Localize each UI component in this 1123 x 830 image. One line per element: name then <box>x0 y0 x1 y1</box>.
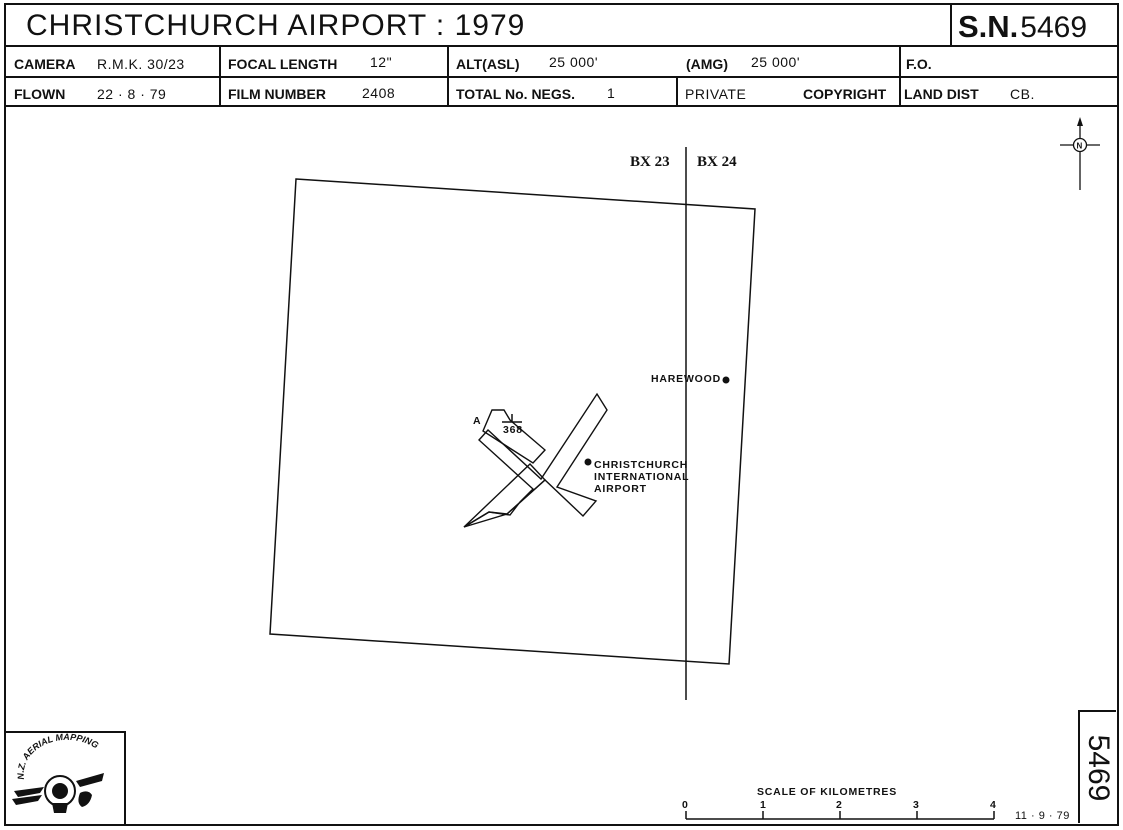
scale-bar: SCALE OF KILOMETRES 0 1 2 3 4 <box>682 786 997 820</box>
photo-coverage-frame <box>269 178 756 665</box>
column-divider-2 <box>447 45 449 105</box>
alt-asl-value: 25 000' <box>549 54 598 70</box>
nz-aerial-mapping-logo: N.Z. AERIAL MAPPING <box>12 732 104 813</box>
map-sheet: CHRISTCHURCH AIRPORT : 1979 S.N.5469 CAM… <box>4 3 1119 826</box>
header-divider <box>6 45 1117 47</box>
focal-length-value: 12" <box>370 54 393 70</box>
column-divider-4 <box>899 45 901 105</box>
logo-box: N.Z. AERIAL MAPPING <box>4 731 126 826</box>
north-arrow-icon: N <box>1060 117 1100 190</box>
copyright-label: COPYRIGHT <box>803 86 887 102</box>
column-divider-3 <box>676 76 678 105</box>
spot-height-marker <box>502 414 522 423</box>
serial-number-label: S.N. <box>958 9 1019 44</box>
runway-outline <box>463 392 608 528</box>
flown-label: FLOWN <box>14 86 66 102</box>
camera-value: R.M.K. 30/23 <box>97 56 185 72</box>
issue-date: 11 · 9 · 79 <box>1015 810 1070 822</box>
title-divider <box>950 5 952 45</box>
scale-tick-4: 4 <box>990 799 997 811</box>
amg-label: (AMG) <box>686 56 728 72</box>
airport-point <box>584 458 592 466</box>
land-district-value: CB. <box>1010 86 1035 102</box>
serial-number-value: 5469 <box>1020 11 1088 44</box>
row-divider <box>6 76 1117 78</box>
runway-northwest <box>482 409 547 464</box>
spot-height-value: 368 <box>503 424 523 436</box>
scale-tick-3: 3 <box>913 799 920 811</box>
fo-label: F.O. <box>906 56 932 72</box>
focal-length-label: FOCAL LENGTH <box>228 56 338 72</box>
camera-label: CAMERA <box>14 56 76 72</box>
sheet-title: CHRISTCHURCH AIRPORT : 1979 <box>26 9 526 42</box>
scale-tick-2: 2 <box>836 799 843 811</box>
column-divider-1 <box>219 45 221 105</box>
scale-title: SCALE OF KILOMETRES <box>757 786 897 798</box>
serial-number: S.N.5469 <box>958 9 1087 45</box>
north-label: N <box>1077 142 1083 151</box>
total-negs-label: TOTAL No. NEGS. <box>456 86 576 102</box>
runway-southwest <box>463 463 547 528</box>
tile-label-bx24: BX 24 <box>697 154 737 170</box>
flown-value: 22 · 8 · 79 <box>97 86 167 102</box>
point-label-a: A <box>473 415 481 427</box>
private-label: PRIVATE <box>685 86 747 102</box>
scale-tick-1: 1 <box>760 799 767 811</box>
land-district-label: LAND DIST <box>904 86 979 102</box>
tile-label-bx23: BX 23 <box>630 154 670 170</box>
side-number-box: 5469 <box>1078 710 1116 823</box>
airport-label-line1: CHRISTCHURCH <box>594 459 688 471</box>
place-label-harewood: HAREWOOD <box>651 373 721 385</box>
amg-value: 25 000' <box>751 54 800 70</box>
airport-label-line3: AIRPORT <box>594 483 647 495</box>
film-number-label: FILM NUMBER <box>228 86 326 102</box>
airport-label-line2: INTERNATIONAL <box>594 471 689 483</box>
total-negs-value: 1 <box>607 85 616 101</box>
film-number-value: 2408 <box>362 85 396 101</box>
harewood-point <box>722 376 730 384</box>
info-table-bottom <box>6 105 1117 107</box>
scale-tick-0: 0 <box>682 799 689 811</box>
alt-asl-label: ALT(ASL) <box>456 56 520 72</box>
